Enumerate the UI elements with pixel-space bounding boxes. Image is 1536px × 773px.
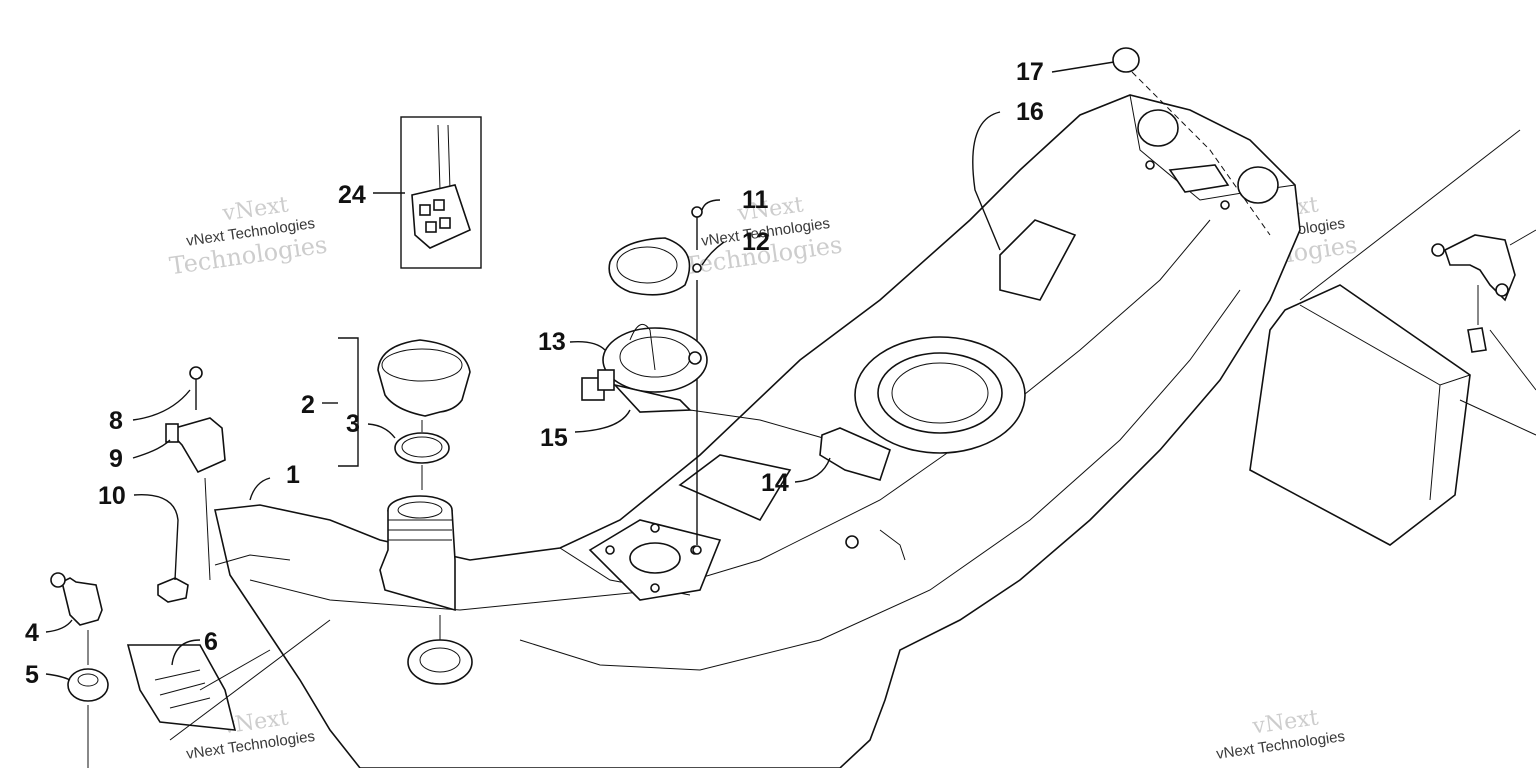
callout-13: 13 [538, 328, 566, 356]
callout-14: 14 [761, 469, 789, 497]
callout-24: 24 [338, 181, 366, 209]
callout-15: 15 [540, 424, 568, 452]
callout-10: 10 [98, 482, 126, 510]
callout-6: 6 [204, 628, 218, 656]
part-24-sender [400, 116, 482, 269]
foam-block [1249, 129, 1536, 546]
callout-1: 1 [286, 461, 300, 489]
fitting-parts [50, 572, 109, 768]
callout-17: 17 [1016, 58, 1044, 86]
callout-16: 16 [1016, 98, 1044, 126]
callout-8: 8 [109, 407, 123, 435]
callout-labels: 1 2 3 4 5 6 8 9 10 11 12 13 14 15 16 17 … [25, 58, 1044, 689]
bracket-assembly [1431, 229, 1536, 391]
pump-assembly [581, 206, 891, 555]
part-6-decal [126, 619, 331, 741]
clip-parts [157, 366, 291, 603]
callout-2: 2 [301, 391, 315, 419]
callout-3: 3 [346, 410, 360, 438]
callout-12: 12 [742, 228, 770, 256]
part-17-plug [1112, 47, 1271, 236]
callout-9: 9 [109, 445, 123, 473]
callout-5: 5 [25, 661, 39, 689]
leader-lines [45, 61, 1115, 681]
callout-11: 11 [742, 186, 769, 214]
callout-4: 4 [25, 619, 39, 647]
filler-cap-assembly [377, 339, 471, 640]
